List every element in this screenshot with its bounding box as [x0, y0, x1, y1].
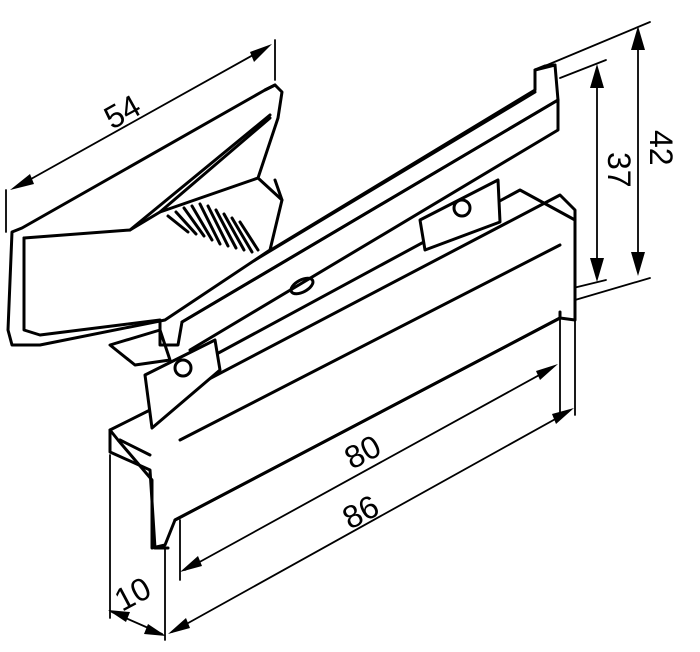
dimension-label-80: 80: [338, 428, 386, 476]
side-tab: [143, 338, 222, 430]
dimension-label-42: 42: [643, 130, 679, 166]
channel: [6, 83, 284, 367]
dimension-label-86: 86: [336, 488, 384, 536]
channel-outer: [6, 83, 284, 347]
upper-rail: [158, 63, 560, 352]
dimension-label-37: 37: [601, 152, 637, 188]
spring: [166, 202, 260, 254]
hole-right: [452, 198, 472, 218]
rivet: [289, 276, 315, 296]
hole-left: [173, 358, 193, 378]
dimension-42: 42: [539, 21, 679, 301]
dimension-80: 80: [179, 317, 561, 581]
dimension-label-54: 54: [98, 87, 147, 136]
clip-body: [108, 178, 577, 550]
dimension-37: 37: [559, 59, 637, 291]
